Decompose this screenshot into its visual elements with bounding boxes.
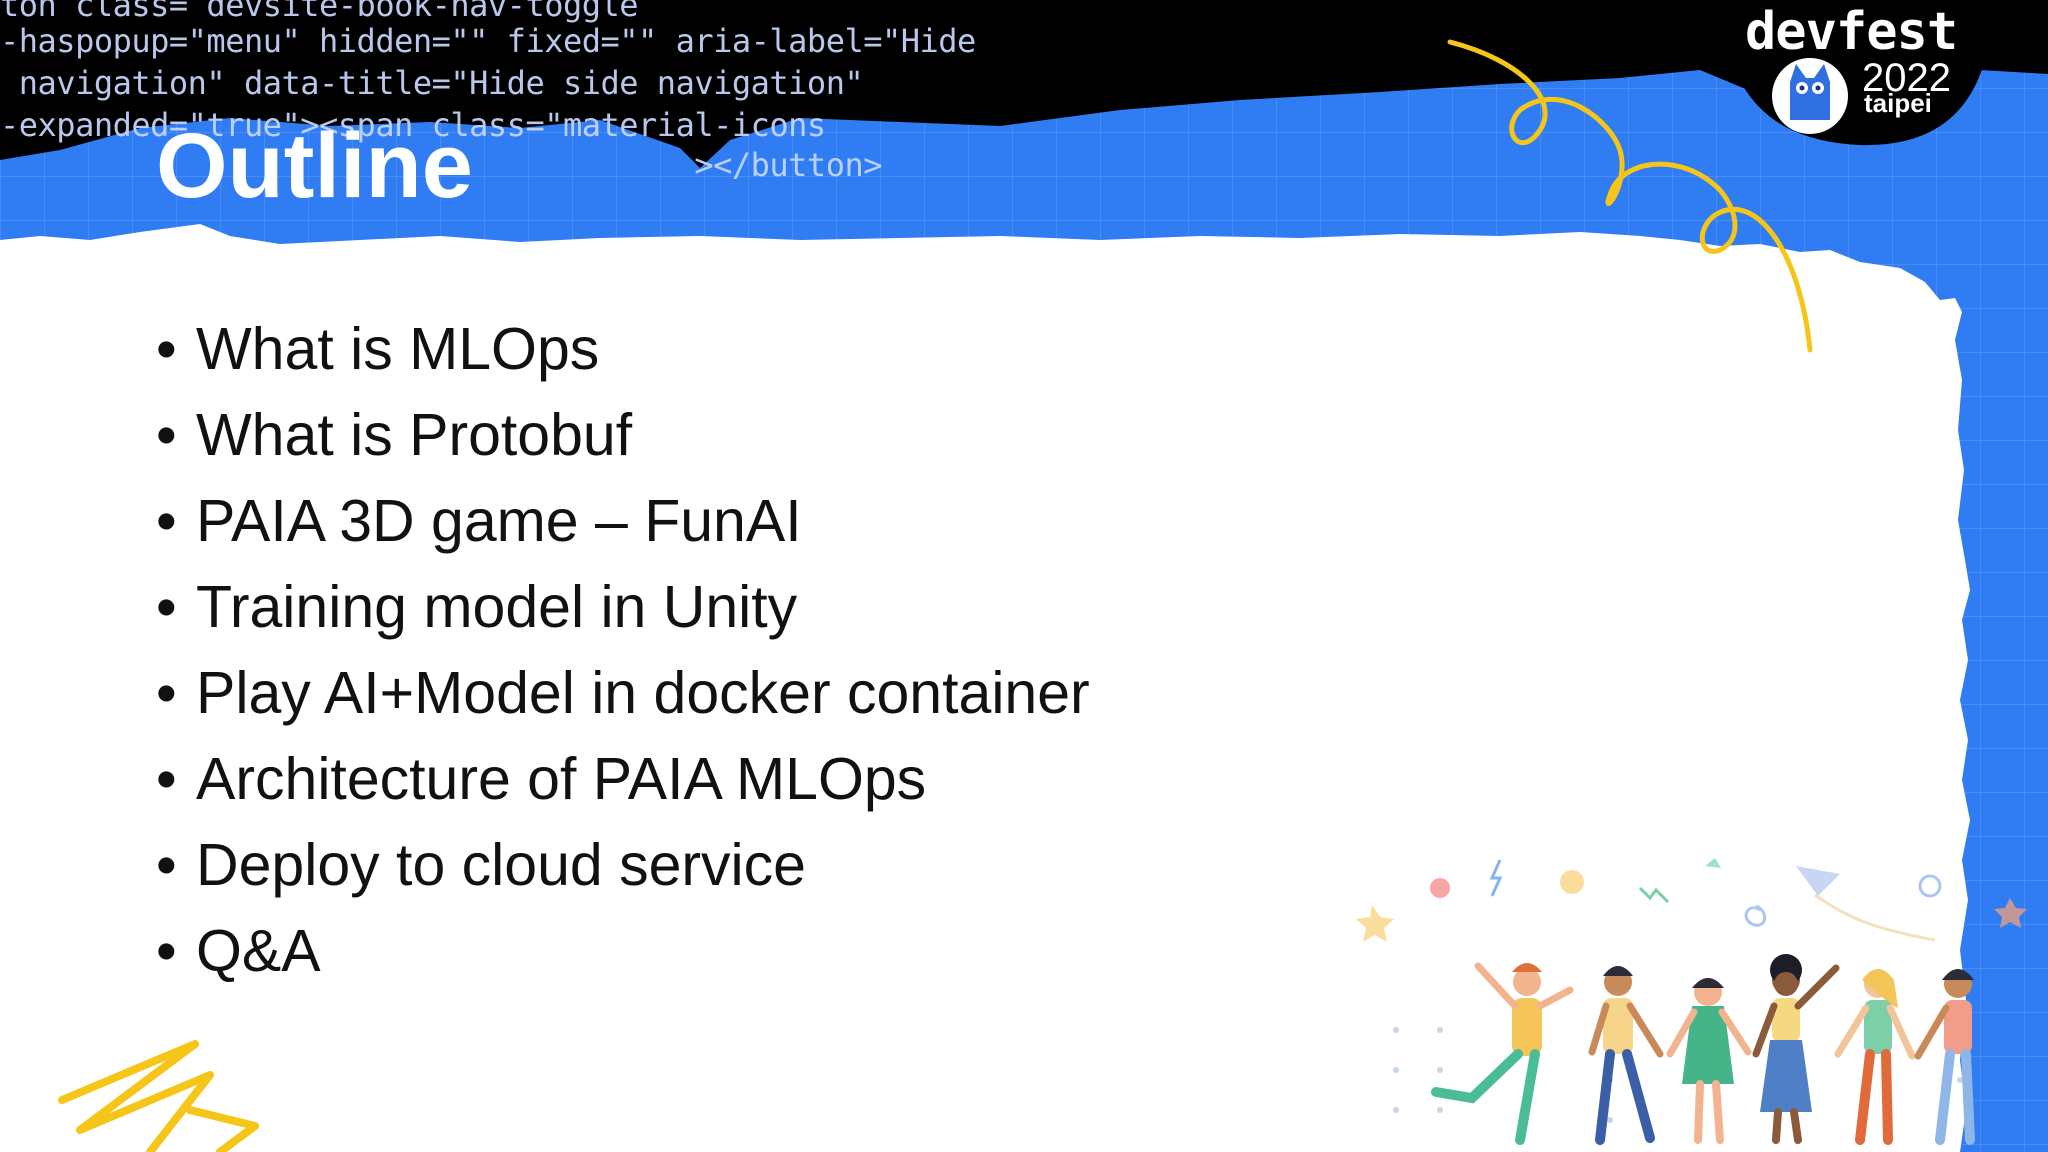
- bullet-icon: •: [156, 402, 177, 468]
- outline-list: • What is MLOps • What is Protobuf • PAIA 3…: [156, 306, 1090, 994]
- outline-item-text: What is MLOps: [196, 316, 600, 382]
- bullet-icon: •: [156, 746, 177, 812]
- bullet-icon: •: [156, 316, 177, 382]
- bullet-icon: •: [156, 488, 177, 554]
- outline-item-text: Play AI+Model in docker container: [196, 660, 1090, 726]
- devfest-logo-word: devfest: [1745, 2, 1958, 62]
- white-paper: [0, 224, 1970, 1152]
- outline-item: • Play AI+Model in docker container: [156, 650, 1090, 736]
- outline-item: • What is Protobuf: [156, 392, 1090, 478]
- outline-item: • Training model in Unity: [156, 564, 1090, 650]
- outline-item-text: PAIA 3D game – FunAI: [196, 488, 802, 554]
- outline-item-text: What is Protobuf: [196, 402, 633, 468]
- outline-item: • Architecture of PAIA MLOps: [156, 736, 1090, 822]
- outline-item: • Q&A: [156, 908, 1090, 994]
- devfest-logo-city: taipei: [1864, 88, 1932, 118]
- devfest-logo-year: 2022: [1862, 56, 1951, 100]
- devfest-logo-badge: [1725, 0, 1985, 146]
- outline-item-text: Deploy to cloud service: [196, 832, 806, 898]
- code-line: -expanded="true"><span class="material-i…: [0, 106, 826, 144]
- bullet-icon: •: [156, 832, 177, 898]
- code-line: ></button>: [0, 146, 882, 184]
- people-illustration: [1393, 954, 1975, 1145]
- outline-item-text: Architecture of PAIA MLOps: [196, 746, 927, 812]
- outline-item: • Deploy to cloud service: [156, 822, 1090, 908]
- code-line: ton class= devsite-book-nav-toggle: [0, 0, 639, 24]
- yellow-squiggle-top: [1447, 39, 1813, 353]
- doodles: [1356, 858, 2027, 942]
- bullet-icon: •: [156, 660, 177, 726]
- code-line: navigation" data-title="Hide side naviga…: [0, 64, 864, 102]
- bullet-icon: •: [156, 574, 177, 640]
- yellow-scribble: [58, 1040, 259, 1152]
- outline-item-text: Training model in Unity: [196, 574, 798, 640]
- bullet-icon: •: [156, 918, 177, 984]
- outline-item: • What is MLOps: [156, 306, 1090, 392]
- slide-title: Outline: [156, 115, 473, 217]
- outline-item: • PAIA 3D game – FunAI: [156, 478, 1090, 564]
- outline-item-text: Q&A: [196, 918, 321, 984]
- code-line: -haspopup="menu" hidden="" fixed="" aria…: [0, 22, 976, 60]
